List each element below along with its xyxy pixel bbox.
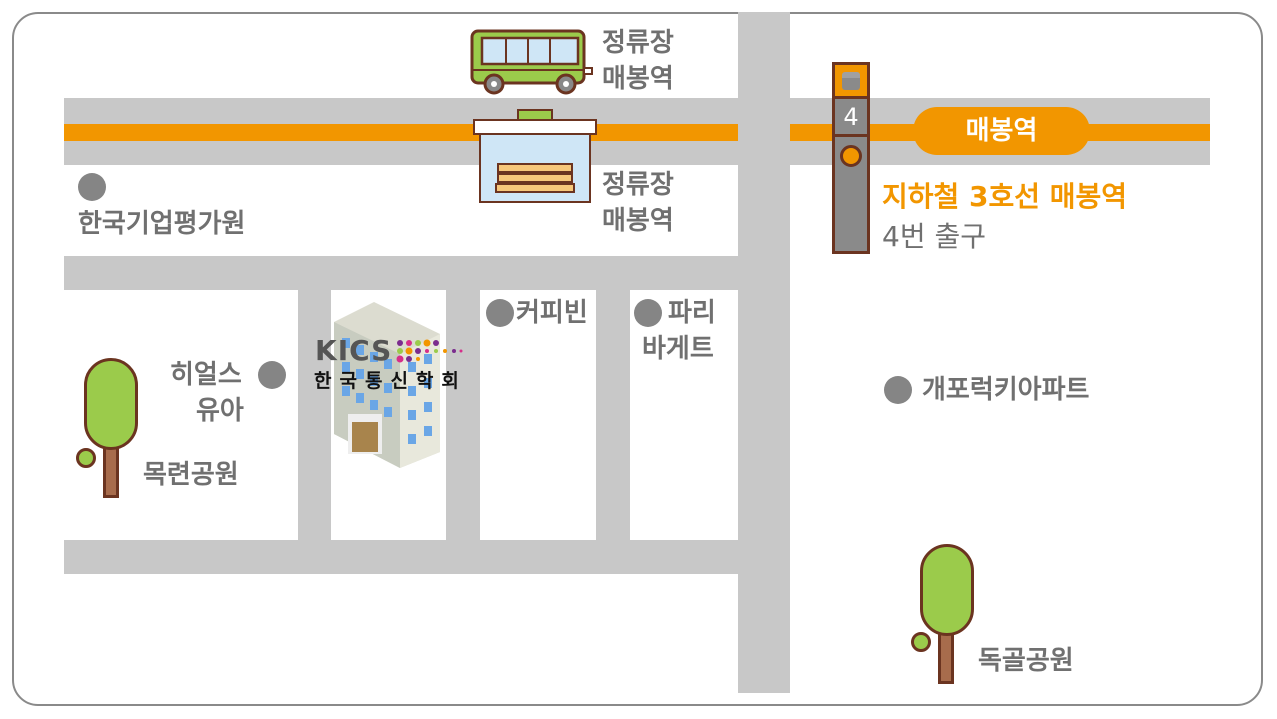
paris-label-2: 바게트 [642,334,714,364]
kics-building-icon [334,302,440,468]
health-dot-icon [258,361,286,389]
coffee-label: 커피빈 [516,298,588,328]
station-exit-label: 4번 출구 [882,220,986,253]
train-icon [842,71,860,90]
exit-number: 4 [835,99,867,137]
kief-label: 한국기업평가원 [78,209,246,239]
park-right-label: 독골공원 [978,646,1074,676]
block-4 [630,290,738,540]
road-vertical [738,12,790,693]
paris-dot-icon [634,299,662,327]
health-label-2: 유아 [196,396,244,426]
apt-label: 개포럭키아파트 [922,375,1090,405]
bus-shelter-icon [473,109,597,203]
exit-dot-icon [840,145,862,167]
kics-name: 한국통신학회 [314,370,467,392]
paris-label-1: 파리 [668,298,716,328]
bus-stop-top-label-2: 매봉역 [602,64,674,94]
kief-dot-icon [78,173,106,201]
bus-stop-top-label-1: 정류장 [602,28,674,58]
station-pill: 매봉역 [913,107,1090,155]
station-pill-label: 매봉역 [965,116,1038,146]
health-label-1: 히얼스 [170,360,242,390]
station-title: 지하철 3호선 매봉역 [882,180,1128,213]
map-frame [12,12,1263,706]
bus-stop-bottom-label-2: 매봉역 [602,206,674,236]
kics-logo-dots-icon [396,339,463,363]
park-left-label: 목련공원 [143,460,239,490]
apt-dot-icon [884,376,912,404]
kics-logo: KICS [315,334,393,367]
coffee-dot-icon [486,299,514,327]
block-3 [480,290,596,540]
subway-exit-marker: 4 [832,62,870,254]
bus-stop-bottom-label-1: 정류장 [602,170,674,200]
bus-icon [470,29,593,95]
